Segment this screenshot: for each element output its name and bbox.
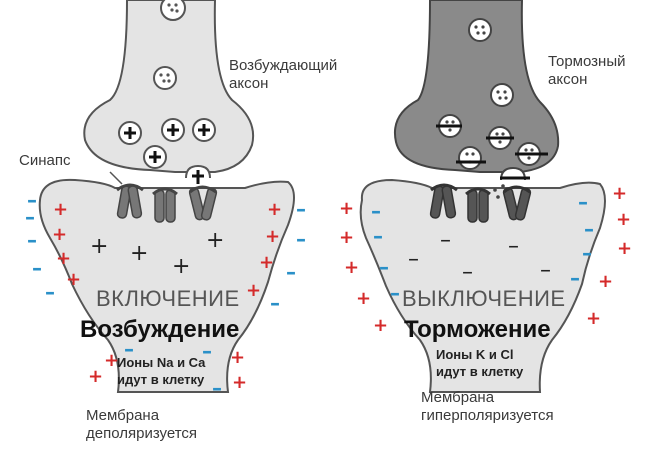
interior-negative-charge: – (440, 228, 451, 253)
negative-charge: – (27, 228, 37, 252)
excitation-state-label: ВКЛЮЧЕНИЕ (96, 286, 240, 311)
negative-charge: – (25, 205, 35, 229)
interior-negative-charge: – (508, 234, 519, 259)
positive-charge: + (230, 347, 246, 368)
vesicle-negative (436, 114, 462, 138)
inhibitory-axon (394, 0, 560, 173)
vesicle-positive (192, 118, 216, 142)
negative-charge: – (296, 197, 306, 221)
positive-charge: + (104, 350, 120, 371)
receptor-channel (152, 187, 178, 223)
negative-charge: – (27, 188, 37, 212)
vesicle-negative (486, 126, 514, 150)
negative-charge: – (578, 190, 588, 214)
negative-charge: – (45, 280, 55, 304)
vesicle-releasing (500, 166, 530, 181)
interior-negative-charge: – (462, 260, 473, 285)
vesicle-positive (143, 145, 167, 169)
positive-charge: + (66, 269, 82, 290)
inhibition-title: Торможение (404, 316, 551, 343)
interior-positive-charge: + (90, 234, 109, 259)
interior-negative-charge: – (408, 247, 419, 272)
receptor-channel (188, 185, 218, 221)
positive-charge: + (344, 257, 360, 278)
inhibition-state-label: ВЫКЛЮЧЕНИЕ (402, 286, 566, 311)
negative-charge: – (296, 227, 306, 251)
interior-negative-charge: – (540, 258, 551, 283)
negative-charge: – (212, 376, 222, 400)
receptor-channel (502, 185, 532, 221)
positive-charge: + (232, 372, 248, 393)
negative-charge: – (124, 337, 134, 361)
excitatory-postsynaptic-cell (38, 178, 295, 393)
interior-positive-charge: + (206, 228, 225, 253)
vesicle-positive (118, 121, 142, 145)
vesicle (153, 66, 177, 90)
positive-charge: + (616, 209, 632, 230)
vesicle (160, 0, 186, 21)
receptor-channel (116, 183, 144, 219)
vesicle (468, 18, 492, 42)
interior-positive-charge: + (130, 241, 149, 266)
receptor-channel (465, 187, 491, 223)
vesicle (490, 83, 514, 107)
vesicle-releasing (185, 164, 211, 184)
negative-charge: – (286, 260, 296, 284)
negative-charge: – (379, 255, 389, 279)
positive-charge: + (53, 199, 69, 220)
positive-charge: + (586, 308, 602, 329)
positive-charge: + (267, 199, 283, 220)
negative-charge: – (32, 256, 42, 280)
receptor-channel (429, 183, 458, 219)
positive-charge: + (265, 226, 281, 247)
positive-charge: + (612, 183, 628, 204)
positive-charge: + (52, 224, 68, 245)
negative-charge: – (202, 339, 212, 363)
positive-charge: + (617, 238, 633, 259)
negative-charge: – (570, 266, 580, 290)
vesicle-negative (456, 146, 486, 170)
positive-charge: + (56, 248, 72, 269)
interior-positive-charge: + (172, 254, 191, 279)
positive-charge: + (259, 252, 275, 273)
positive-charge: + (373, 315, 389, 336)
negative-charge: – (584, 217, 594, 241)
positive-charge: + (356, 288, 372, 309)
positive-charge: + (246, 280, 262, 301)
negative-charge: – (390, 281, 400, 305)
negative-charge: – (373, 224, 383, 248)
negative-charge: – (270, 291, 280, 315)
excitation-title: Возбуждение (80, 316, 240, 343)
positive-charge: + (598, 271, 614, 292)
negative-charge: – (371, 199, 381, 223)
synapse-label: Синапс (19, 152, 71, 169)
synapse-pointer-line (109, 171, 123, 185)
positive-charge: + (88, 366, 104, 387)
vesicle-negative (515, 142, 548, 166)
positive-charge: + (339, 227, 355, 248)
positive-charge: + (339, 198, 355, 219)
vesicle-positive (161, 118, 185, 142)
negative-charge: – (582, 241, 592, 265)
